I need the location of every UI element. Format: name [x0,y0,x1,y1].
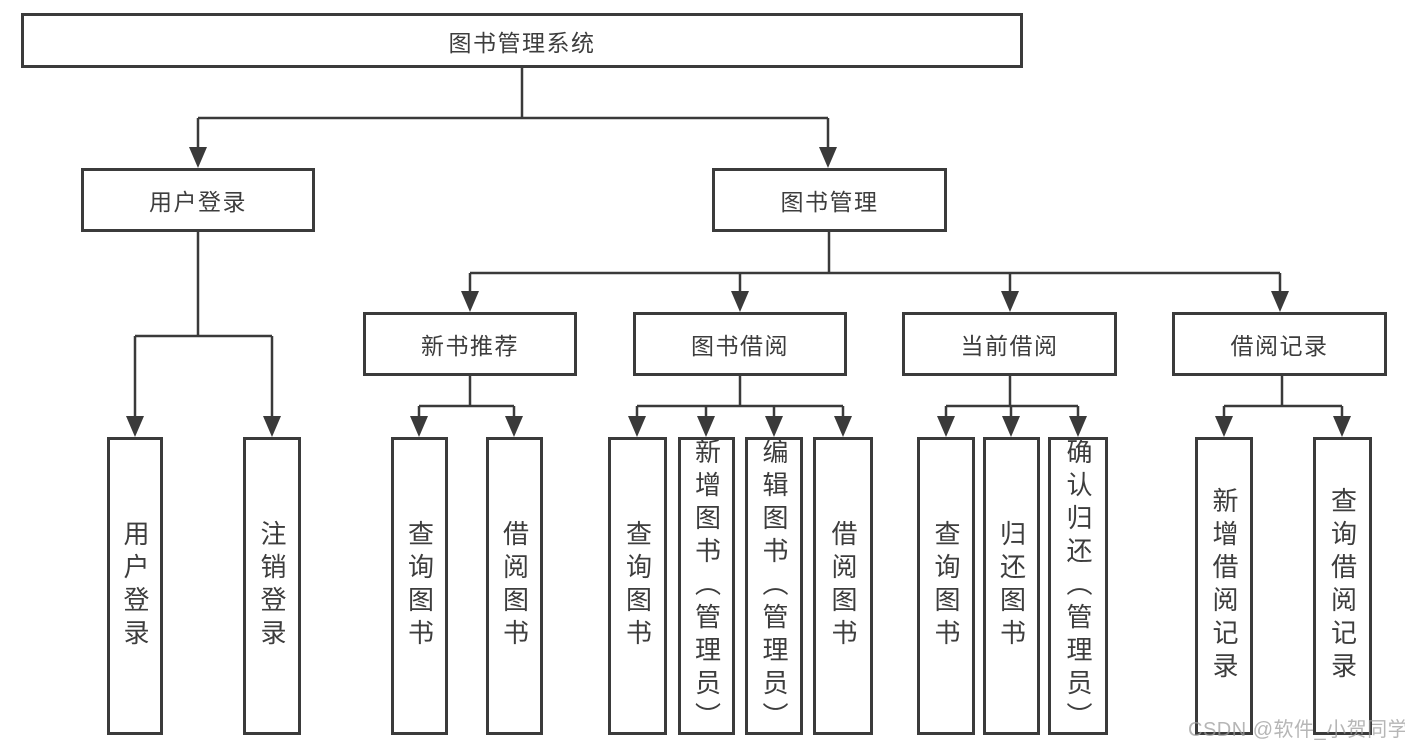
leaf-label: 查询借阅记录 [1327,487,1358,685]
leaf-label: 查询图书 [622,520,653,652]
leaf-return-book: 归还图书 [983,437,1040,735]
leaf-label: 确认归还（管理员） [1063,437,1093,735]
leaf-confirm-return-admin: 确认归还（管理员） [1048,437,1108,735]
connector-borrow-records-children [1222,376,1344,417]
csdn-watermark: CSDN @软件_小贺同学 [1188,719,1405,741]
node-library-management-system: 图书管理系统 [21,13,1023,68]
leaf-edit-book-admin: 编辑图书（管理员） [745,437,803,735]
leaf-user-login: 用户登录 [107,437,163,735]
leaf-label: 查询图书 [404,520,435,652]
node-user-login: 用户登录 [81,168,315,232]
leaf-label: 查询图书 [931,520,961,652]
leaf-borrow-books-borrow: 借阅图书 [813,437,873,735]
node-current-borrow: 当前借阅 [902,312,1117,376]
connector-new-book-children [417,376,516,417]
leaf-label: 借阅图书 [499,520,530,652]
node-label: 图书管理系统 [448,29,596,56]
node-book-borrow: 图书借阅 [633,312,847,376]
node-label: 图书管理 [780,189,879,215]
leaf-query-borrow-record: 查询借阅记录 [1313,437,1372,735]
leaf-add-borrow-record: 新增借阅记录 [1195,437,1253,735]
connector-book-borrow-children [635,376,845,417]
leaf-logout: 注销登录 [243,437,301,735]
leaf-label: 借阅图书 [828,520,858,652]
leaf-label: 归还图书 [996,520,1027,652]
leaf-label: 编辑图书（管理员） [759,437,789,735]
leaf-query-books-borrow: 查询图书 [608,437,667,735]
node-label: 用户登录 [149,189,247,215]
leaf-label: 新增借阅记录 [1209,487,1239,685]
node-label: 新书推荐 [421,333,519,359]
leaf-add-book-admin: 新增图书（管理员） [678,437,735,735]
leaf-query-books-current: 查询图书 [917,437,975,735]
node-label: 借阅记录 [1230,333,1329,359]
leaf-label: 注销登录 [257,520,287,652]
connector-user-login-children [133,232,274,417]
leaf-borrow-books-recommend: 借阅图书 [486,437,543,735]
node-book-management: 图书管理 [712,168,947,232]
connector-current-borrow-children [944,376,1080,417]
connector-root-to-level1 [196,68,830,147]
node-label: 图书借阅 [691,333,789,359]
node-label: 当前借阅 [960,333,1059,359]
leaf-query-books-recommend: 查询图书 [391,437,448,735]
node-new-book-recommend: 新书推荐 [363,312,577,376]
connector-book-management-children [468,232,1282,292]
leaf-label: 用户登录 [120,520,150,652]
leaf-label: 新增图书（管理员） [691,437,722,735]
node-borrow-records: 借阅记录 [1172,312,1387,376]
